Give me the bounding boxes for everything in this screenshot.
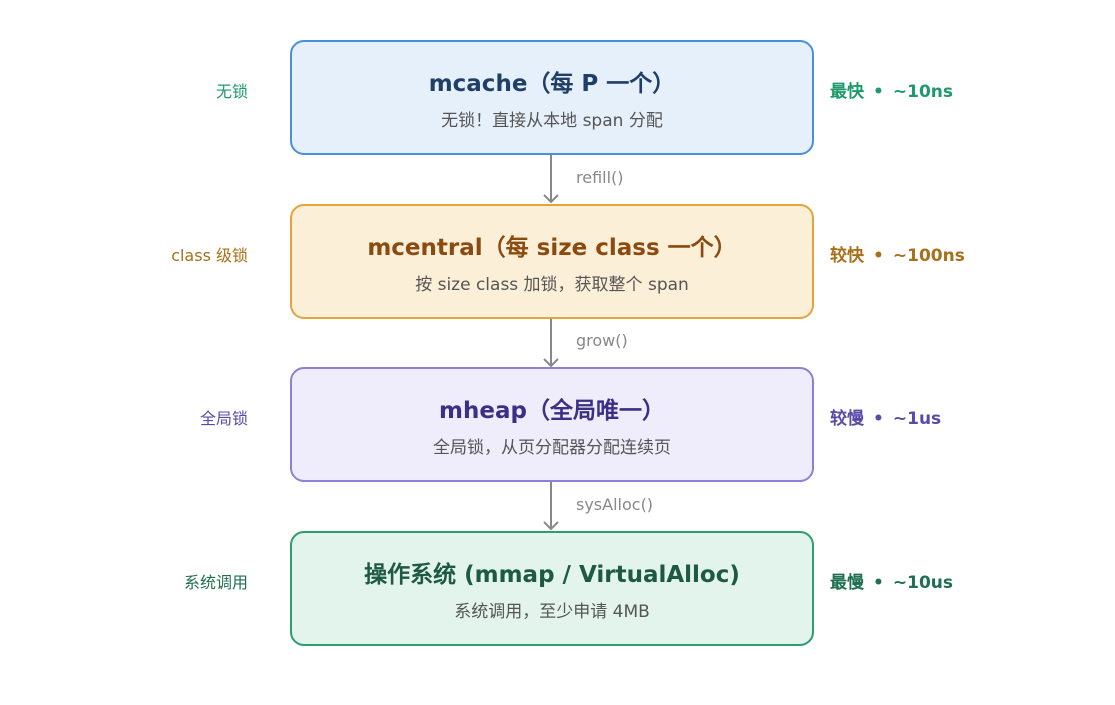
- speed-label: 最慢 • ~10us: [830, 568, 953, 593]
- arrow-down-icon: [540, 482, 562, 532]
- speed-label: 最快 • ~10ns: [830, 77, 953, 102]
- latency: ~100ns: [892, 246, 965, 266]
- box-description: 全局锁，从页分配器分配连续页: [433, 438, 671, 458]
- level-mheap: 全局锁 mheap（全局唯一） 全局锁，从页分配器分配连续页 较慢 • ~1us: [0, 367, 1115, 482]
- box-title: mcache（每 P 一个）: [428, 71, 676, 97]
- separator: •: [873, 573, 884, 593]
- box-title: mcentral（每 size class 一个）: [367, 235, 737, 261]
- lock-label: class 级锁: [171, 246, 248, 265]
- separator: •: [873, 246, 884, 266]
- speed-label: 较慢 • ~1us: [830, 404, 941, 429]
- box-description: 无锁！直接从本地 span 分配: [441, 111, 663, 131]
- box-description: 系统调用，至少申请 4MB: [454, 602, 650, 622]
- arrow-down-icon: [540, 319, 562, 369]
- mheap-box: mheap（全局唯一） 全局锁，从页分配器分配连续页: [290, 367, 814, 482]
- box-title: mheap（全局唯一）: [439, 398, 665, 424]
- latency: ~10us: [892, 573, 953, 593]
- mcentral-box: mcentral（每 size class 一个） 按 size class 加…: [290, 204, 814, 319]
- level-mcentral: class 级锁 mcentral（每 size class 一个） 按 siz…: [0, 204, 1115, 319]
- separator: •: [873, 82, 884, 102]
- level-operating-system: 系统调用 操作系统 (mmap / VirtualAlloc) 系统调用，至少申…: [0, 531, 1115, 646]
- lock-label: 全局锁: [199, 409, 248, 428]
- speed-tier: 较慢: [830, 409, 864, 429]
- box-title: 操作系统 (mmap / VirtualAlloc): [364, 562, 740, 588]
- latency: ~1us: [892, 409, 942, 429]
- speed-tier: 较快: [830, 246, 864, 266]
- lock-label: 无锁: [215, 82, 248, 101]
- lock-label: 系统调用: [183, 573, 248, 592]
- mcache-box: mcache（每 P 一个） 无锁！直接从本地 span 分配: [290, 40, 814, 155]
- arrow-down-icon: [540, 155, 562, 205]
- separator: •: [873, 409, 884, 429]
- arrow-label: grow(): [576, 331, 628, 350]
- arrow-label: refill(): [576, 168, 624, 187]
- speed-tier: 最慢: [830, 573, 864, 593]
- latency: ~10ns: [892, 82, 953, 102]
- speed-label: 较快 • ~100ns: [830, 241, 965, 266]
- os-box: 操作系统 (mmap / VirtualAlloc) 系统调用，至少申请 4MB: [290, 531, 814, 646]
- arrow-label: sysAlloc(): [576, 495, 654, 514]
- box-description: 按 size class 加锁，获取整个 span: [415, 275, 689, 295]
- speed-tier: 最快: [830, 82, 864, 102]
- level-mcache: 无锁 mcache（每 P 一个） 无锁！直接从本地 span 分配 最快 • ~1…: [0, 40, 1115, 155]
